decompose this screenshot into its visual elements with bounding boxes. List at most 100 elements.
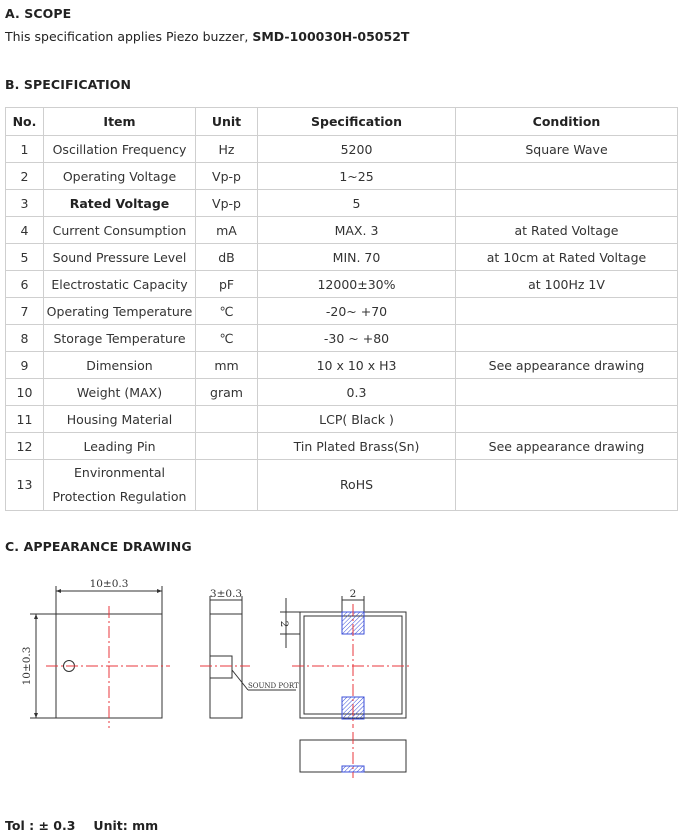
- table-header-row: No. Item Unit Specification Condition: [5, 107, 678, 136]
- cell-item: Storage Temperature: [43, 324, 196, 352]
- column-header-unit: Unit: [195, 107, 258, 136]
- appearance-heading: C. APPEARANCE DRAWING: [5, 539, 192, 554]
- cell-item-line-2: Protection Regulation: [52, 489, 187, 504]
- column-header-item: Item: [43, 107, 196, 136]
- cell-no: 1: [5, 135, 44, 163]
- cell-condition: at Rated Voltage: [455, 216, 678, 244]
- cell-spec: 0.3: [257, 378, 456, 406]
- table-row: 3 Rated Voltage Vp-p 5: [5, 189, 678, 217]
- cell-no: 4: [5, 216, 44, 244]
- cell-condition: [455, 162, 678, 190]
- cell-no: 9: [5, 351, 44, 379]
- cell-item: Dimension: [43, 351, 196, 379]
- cell-spec: MAX. 3: [257, 216, 456, 244]
- bottom-view-centerlines: [292, 604, 412, 728]
- top-view: [30, 586, 163, 719]
- cell-no: 7: [5, 297, 44, 325]
- cell-unit: Vp-p: [195, 162, 258, 190]
- cell-unit: [195, 459, 258, 511]
- table-row: 1 Oscillation Frequency Hz 5200 Square W…: [5, 135, 678, 163]
- cell-unit: dB: [195, 243, 258, 271]
- cell-no: 12: [5, 432, 44, 460]
- specification-heading: B. SPECIFICATION: [5, 77, 132, 92]
- cell-item: Sound Pressure Level: [43, 243, 196, 271]
- table-row: 2 Operating Voltage Vp-p 1~25: [5, 162, 678, 190]
- scope-heading: A. SCOPE: [5, 6, 72, 21]
- cell-spec: MIN. 70: [257, 243, 456, 271]
- cell-no: 10: [5, 378, 44, 406]
- cell-unit: ℃: [195, 297, 258, 325]
- table-row: 6 Electrostatic Capacity pF 12000±30% at…: [5, 270, 678, 298]
- scope-text: This specification applies Piezo buzzer,…: [5, 29, 409, 44]
- dim-pad-width-label: 2: [350, 588, 357, 600]
- cell-item: Rated Voltage: [43, 189, 196, 217]
- cell-spec: 5200: [257, 135, 456, 163]
- cell-unit: gram: [195, 378, 258, 406]
- cell-condition: [455, 378, 678, 406]
- cell-spec: 12000±30%: [257, 270, 456, 298]
- side-view: [209, 596, 296, 719]
- cell-spec: -30 ~ +80: [257, 324, 456, 352]
- cell-unit: mA: [195, 216, 258, 244]
- top-view-centerlines: [46, 606, 170, 728]
- cell-spec: 5: [257, 189, 456, 217]
- cell-no: 8: [5, 324, 44, 352]
- tolerance-note: Tol : ± 0.3 Unit: mm: [5, 818, 158, 833]
- cell-no: 6: [5, 270, 44, 298]
- table-row: 9 Dimension mm 10 x 10 x H3 See appearan…: [5, 351, 678, 379]
- table-row: 10 Weight (MAX) gram 0.3: [5, 378, 678, 406]
- cell-condition: [455, 297, 678, 325]
- cell-spec: Tin Plated Brass(Sn): [257, 432, 456, 460]
- cell-condition: at 10cm at Rated Voltage: [455, 243, 678, 271]
- cell-condition: at 100Hz 1V: [455, 270, 678, 298]
- column-header-condition: Condition: [455, 107, 678, 136]
- cell-unit: mm: [195, 351, 258, 379]
- cell-spec: 10 x 10 x H3: [257, 351, 456, 379]
- column-header-specification: Specification: [257, 107, 456, 136]
- column-header-no: No.: [5, 107, 44, 136]
- cell-item-line-1: Environmental: [74, 465, 165, 480]
- cell-no: 3: [5, 189, 44, 217]
- unit-text: Unit: mm: [93, 818, 159, 833]
- cell-item: Operating Voltage: [43, 162, 196, 190]
- scope-description: This specification applies Piezo buzzer,: [5, 29, 253, 44]
- cell-condition: [455, 189, 678, 217]
- cell-unit: pF: [195, 270, 258, 298]
- cell-condition: [455, 324, 678, 352]
- cell-item: Electrostatic Capacity: [43, 270, 196, 298]
- tolerance-text: Tol : ± 0.3: [5, 818, 76, 833]
- cell-unit: Vp-p: [195, 189, 258, 217]
- cell-unit: Hz: [195, 135, 258, 163]
- cell-condition: [455, 459, 678, 511]
- table-row: 8 Storage Temperature ℃ -30 ~ +80: [5, 324, 678, 352]
- cell-condition: [455, 405, 678, 433]
- part-number: SMD-100030H-05052T: [252, 29, 410, 44]
- table-row: 5 Sound Pressure Level dB MIN. 70 at 10c…: [5, 243, 678, 271]
- dim-thickness-label: 3±0.3: [210, 588, 242, 600]
- cell-item: Current Consumption: [43, 216, 196, 244]
- cell-spec: RoHS: [257, 459, 456, 511]
- table-row: 7 Operating Temperature ℃ -20~ +70: [5, 297, 678, 325]
- cell-no: 11: [5, 405, 44, 433]
- cell-item: Operating Temperature: [43, 297, 196, 325]
- sound-port-label: SOUND PORT: [248, 682, 299, 690]
- cell-spec: LCP( Black ): [257, 405, 456, 433]
- cell-unit: ℃: [195, 324, 258, 352]
- cell-condition: Square Wave: [455, 135, 678, 163]
- table-row: 12 Leading Pin Tin Plated Brass(Sn) See …: [5, 432, 678, 460]
- specification-table: No. Item Unit Specification Condition 1 …: [5, 107, 678, 511]
- cell-item: Leading Pin: [43, 432, 196, 460]
- cell-spec: 1~25: [257, 162, 456, 190]
- table-row: 11 Housing Material LCP( Black ): [5, 405, 678, 433]
- cell-condition: See appearance drawing: [455, 432, 678, 460]
- cell-no: 13: [5, 459, 44, 511]
- cell-no: 2: [5, 162, 44, 190]
- cell-spec: -20~ +70: [257, 297, 456, 325]
- cell-item: Oscillation Frequency: [43, 135, 196, 163]
- cell-unit: [195, 432, 258, 460]
- cell-item: Weight (MAX): [43, 378, 196, 406]
- cell-unit: [195, 405, 258, 433]
- dim-pad-height-label: 2: [278, 621, 290, 628]
